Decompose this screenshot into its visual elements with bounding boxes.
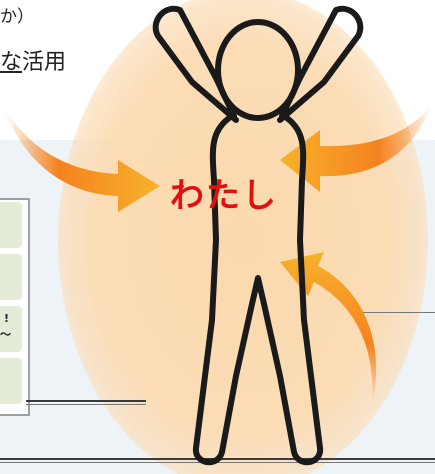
divider-line <box>360 312 435 313</box>
person-label: わたし <box>170 176 278 216</box>
arrow-left-icon <box>4 108 160 212</box>
side-panel: ! 〜 <box>0 198 30 416</box>
person-figure-icon <box>152 5 364 465</box>
arrow-right-icon <box>280 104 432 192</box>
header-line-2-rest: 活用 <box>22 50 67 75</box>
divider-line <box>26 404 146 405</box>
panel-cell <box>0 254 22 300</box>
panel-cell: ! 〜 <box>0 306 22 352</box>
header-line-2-underlined: な <box>0 50 23 75</box>
divider-line <box>26 400 146 402</box>
header-line-2: な活用 <box>0 44 66 76</box>
panel-tilde: 〜 <box>0 328 11 341</box>
figure-glow <box>58 0 428 474</box>
arrow-bottom-icon <box>280 252 377 404</box>
panel-cell <box>0 202 22 248</box>
panel-mark: ! <box>4 312 10 325</box>
header-line-1: か） <box>0 7 34 27</box>
panel-cell <box>0 358 22 404</box>
